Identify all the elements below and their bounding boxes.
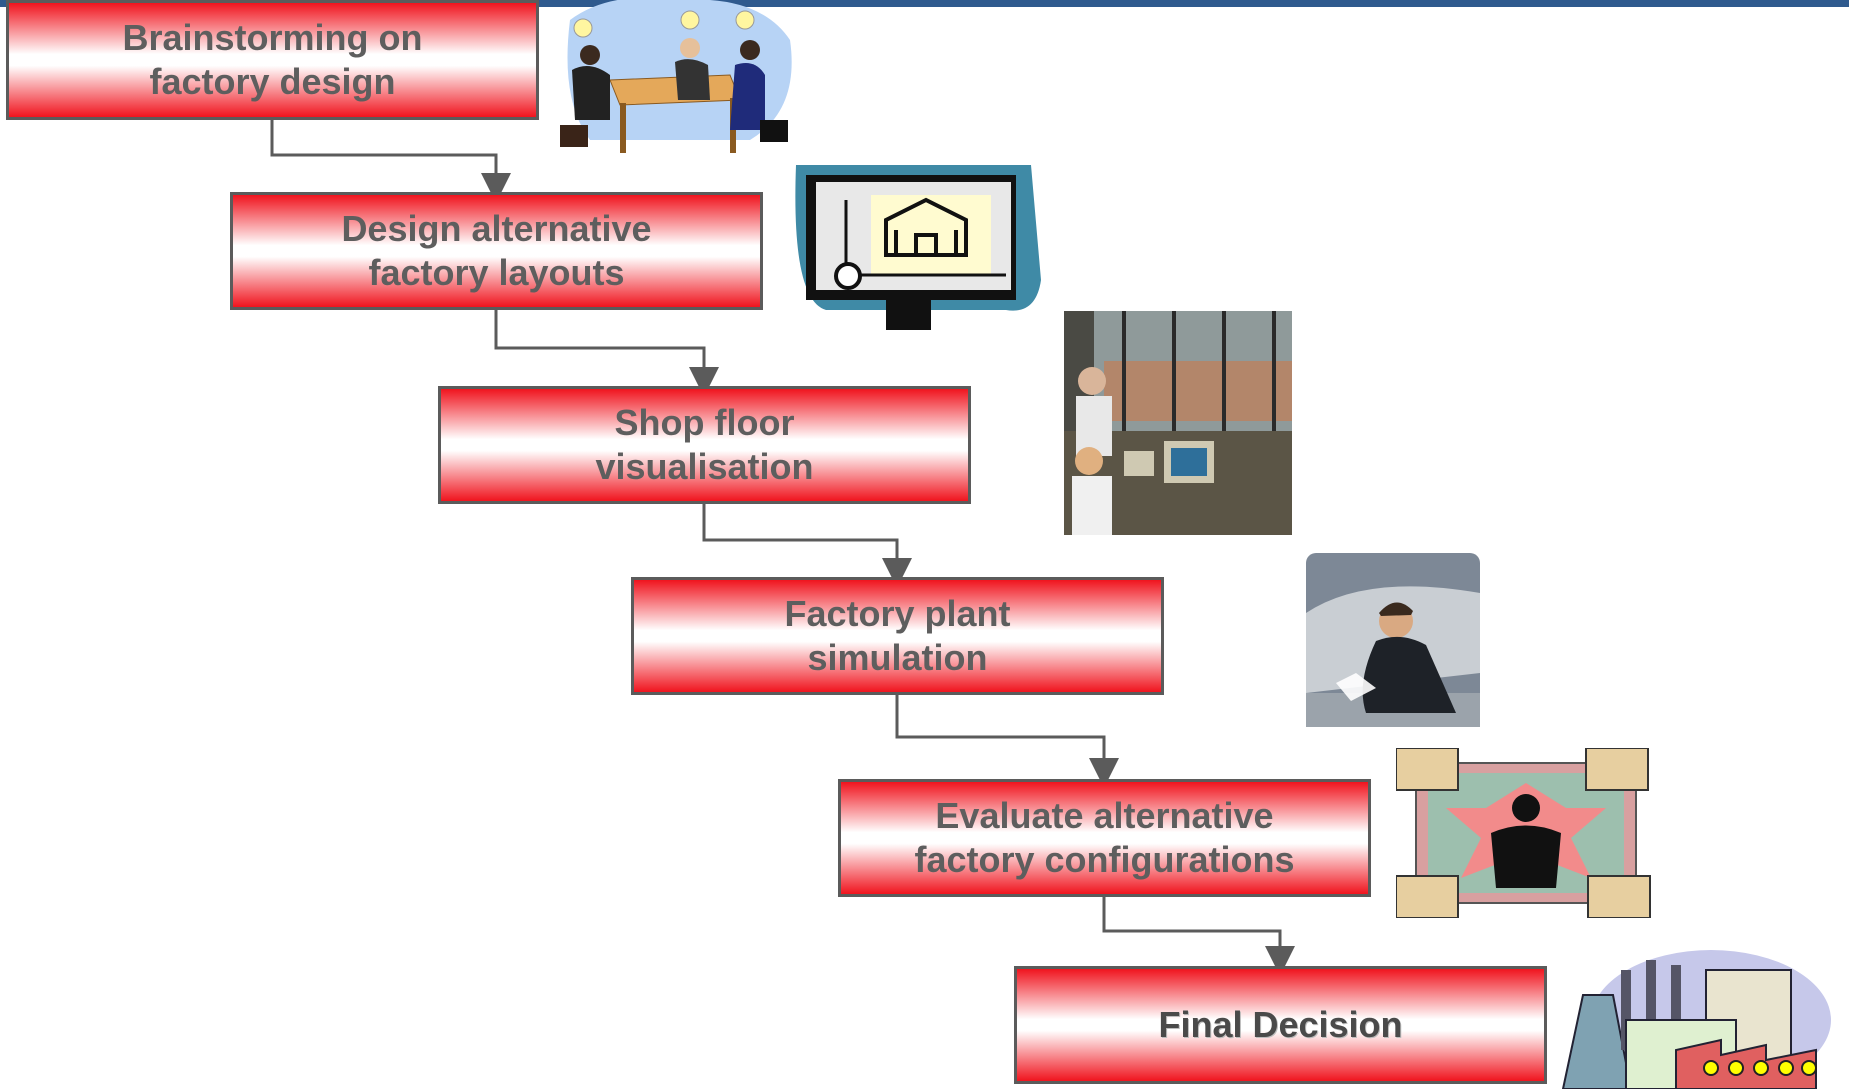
title-bar: [0, 0, 1849, 7]
connector-2: [494, 309, 719, 397]
control-room-photo: [1064, 311, 1292, 535]
businessman-decision-clipart-icon: [1396, 748, 1651, 918]
car-inspection-photo: [1306, 553, 1480, 727]
connector-5: [1102, 896, 1295, 976]
step-final-decision: Final Decision: [1014, 966, 1547, 1084]
step-shop-floor: Shop floor visualisation: [438, 386, 971, 504]
meeting-clipart-icon: [560, 0, 792, 153]
step-design-layouts: Design alternative factory layouts: [230, 192, 763, 310]
step-label: Factory plant simulation: [784, 593, 1011, 678]
step-brainstorming: Brainstorming on factory design: [6, 0, 539, 120]
step-label: Final Decision: [1158, 1004, 1403, 1045]
step-label: Design alternative factory layouts: [341, 208, 652, 293]
connector-4: [895, 694, 1119, 788]
step-label: Shop floor visualisation: [595, 402, 814, 487]
factory-clipart-icon: [1561, 950, 1831, 1089]
step-evaluate: Evaluate alternative factory configurati…: [838, 779, 1371, 897]
step-label: Brainstorming on factory design: [122, 17, 423, 102]
connector-3: [702, 503, 912, 588]
step-label: Evaluate alternative factory configurati…: [914, 795, 1295, 880]
connector-1: [270, 118, 511, 203]
blueprint-monitor-icon: [795, 165, 1041, 330]
step-simulation: Factory plant simulation: [631, 577, 1164, 695]
